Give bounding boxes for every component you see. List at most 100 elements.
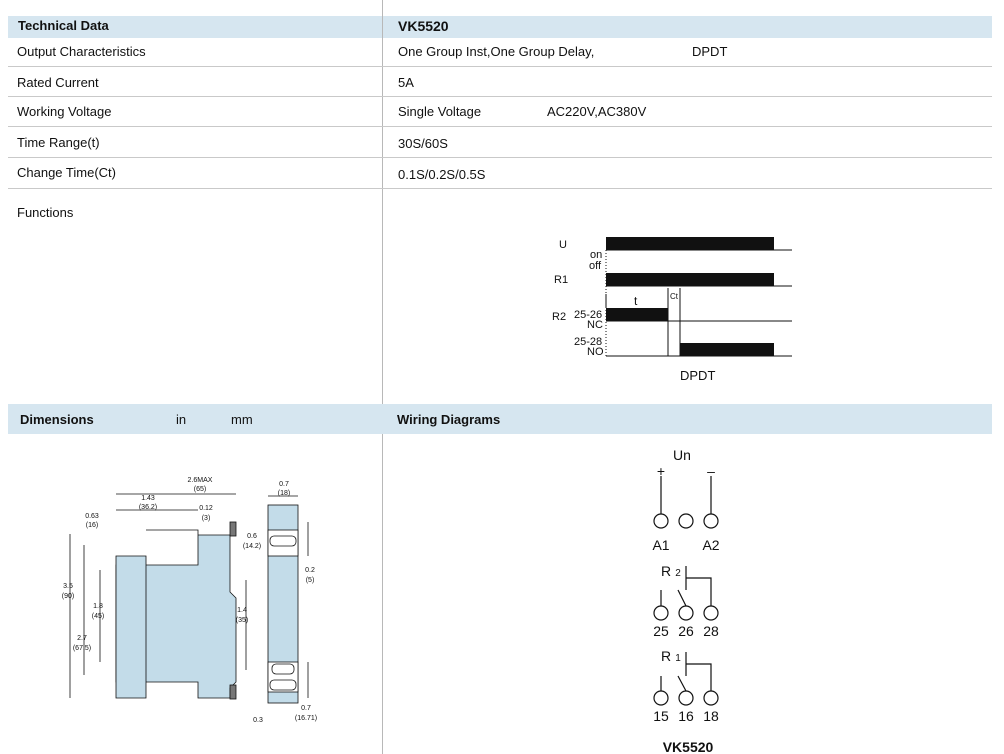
timing-on-label: on	[590, 249, 602, 261]
dim-s-06: 0.6	[247, 533, 257, 540]
row-output-value: One Group Inst,One Group Delay,	[398, 44, 595, 59]
wiring-pin-26: 26	[678, 623, 694, 639]
technical-data-label: Technical Data	[18, 18, 109, 33]
timing-caption: DPDT	[680, 368, 715, 383]
front-terminal-bottom	[267, 661, 299, 693]
dim-w-063: 0.63	[85, 513, 99, 520]
r2-contact-wiring	[660, 566, 712, 607]
dim-s-03: 0.3	[253, 717, 263, 724]
row-rule	[8, 188, 992, 189]
row-output-extra: DPDT	[692, 44, 728, 59]
wiring-title: Wiring Diagrams	[397, 412, 501, 427]
front-terminal-top-inner	[269, 535, 297, 547]
wiring-un-label: Un	[673, 447, 691, 463]
wiring-pin-28: 28	[703, 623, 719, 639]
dim-w-143-mm: (36.2)	[139, 504, 157, 511]
relay-side-step	[115, 555, 147, 699]
terminal-25	[653, 605, 669, 621]
dimension-drawing: 2.6MAX (65) 1.43 (36.2) 0.63 (16) 0.12 (…	[62, 477, 317, 724]
dim-w-012: 0.12	[199, 505, 213, 512]
wiring-model: VK5520	[663, 739, 714, 754]
dim-h-14: 1.4	[237, 607, 247, 614]
dim-s-07: 0.7	[279, 481, 289, 488]
dim-s-02-mm: (5)	[306, 577, 315, 584]
row-change-value: 0.1S/0.2S/0.5S	[398, 167, 486, 182]
wiring-plus-label: +	[657, 463, 665, 479]
timing-nc-label: NC	[587, 319, 603, 331]
timing-no-bar	[680, 343, 774, 356]
timing-nc-pins: 25-26	[574, 309, 602, 321]
functions-label: Functions	[17, 205, 74, 220]
dim-h-18: 1.8	[93, 603, 103, 610]
model-header: VK5520	[398, 18, 449, 34]
wiring-a2-label: A2	[702, 537, 719, 553]
row-rule	[8, 96, 992, 97]
wiring-a1-label: A1	[652, 537, 669, 553]
din-clip-bottom	[229, 684, 237, 700]
terminal-15	[653, 690, 669, 706]
terminal-28	[703, 605, 719, 621]
timing-ct-label: Ct	[670, 292, 679, 301]
dim-s-07b: 0.7	[301, 705, 311, 712]
dim-s-06-mm: (14.2)	[243, 543, 261, 550]
timing-r2-label: R2	[552, 311, 566, 323]
dim-h-14-mm: (35)	[236, 617, 248, 624]
r1-contact-wiring	[660, 652, 712, 692]
front-terminal-bottom-inner	[269, 679, 297, 691]
table-divider	[382, 0, 383, 754]
row-output-label: Output Characteristics	[17, 44, 146, 59]
row-current-label: Rated Current	[17, 75, 99, 90]
timing-r1-bar	[606, 273, 774, 286]
dim-h-18-mm: (45)	[92, 613, 104, 620]
terminal-26	[678, 605, 694, 621]
dim-w-012-mm: (3)	[202, 515, 211, 522]
row-rule	[8, 66, 992, 67]
dimensions-title: Dimensions	[20, 412, 94, 427]
timing-u-bar	[606, 237, 774, 250]
timing-t-label: t	[634, 294, 638, 308]
dim-h-27-mm: (67.5)	[73, 645, 91, 652]
spec-table-header	[8, 16, 992, 38]
dim-h-35-mm: (90)	[62, 593, 74, 600]
din-clip-top	[229, 521, 237, 537]
dim-w-063-mm: (16)	[86, 522, 98, 529]
timing-r1-label: R1	[554, 274, 568, 286]
timing-nc-bar	[606, 308, 668, 321]
timing-u-label: U	[559, 239, 567, 251]
terminal-a2	[703, 513, 719, 529]
dimensions-unit-in: in	[176, 412, 187, 427]
row-voltage-extra: AC220V,AC380V	[547, 104, 647, 119]
dim-h-35: 3.5	[63, 583, 73, 590]
dim-s-07-mm: (18)	[278, 490, 290, 497]
row-current-value: 5A	[398, 75, 414, 90]
dimensions-header-bg	[8, 404, 992, 434]
timing-off-label: off	[589, 260, 602, 272]
timing-diagram: U on off R1 R2 25-26 NC 25-28 NO t Ct DP…	[552, 237, 792, 383]
terminal-16	[678, 690, 694, 706]
row-change-label: Change Time(Ct)	[17, 165, 116, 180]
dimensions-unit-mm: mm	[231, 412, 253, 427]
terminal-mid	[678, 513, 694, 529]
row-rule	[8, 157, 992, 158]
wiring-pin-25: 25	[653, 623, 669, 639]
terminal-18	[703, 690, 719, 706]
front-window	[271, 663, 295, 675]
row-rule	[8, 126, 992, 127]
dim-w-max-mm: (65)	[194, 486, 206, 493]
wiring-diagram: Un + – A1 A2 R 2 25 26 28 R 1 15 16 18 V…	[652, 447, 719, 754]
wiring-r1-label: R	[661, 648, 671, 664]
wiring-minus-label: –	[707, 463, 715, 479]
row-time-value: 30S/60S	[398, 136, 448, 151]
wiring-pin-15: 15	[653, 708, 669, 724]
wiring-pin-16: 16	[678, 708, 694, 724]
front-terminal-top	[267, 529, 299, 557]
wiring-r2-sub: 2	[675, 568, 681, 579]
dim-w-max: 2.6MAX	[188, 477, 213, 484]
wiring-r1-sub: 1	[675, 653, 681, 664]
dim-s-02: 0.2	[305, 567, 315, 574]
row-voltage-label: Working Voltage	[17, 104, 112, 119]
dim-h-27: 2.7	[77, 635, 87, 642]
row-voltage-value: Single Voltage	[398, 104, 482, 119]
dim-w-143: 1.43	[141, 495, 155, 502]
timing-no-pins: 25-28	[574, 336, 602, 348]
